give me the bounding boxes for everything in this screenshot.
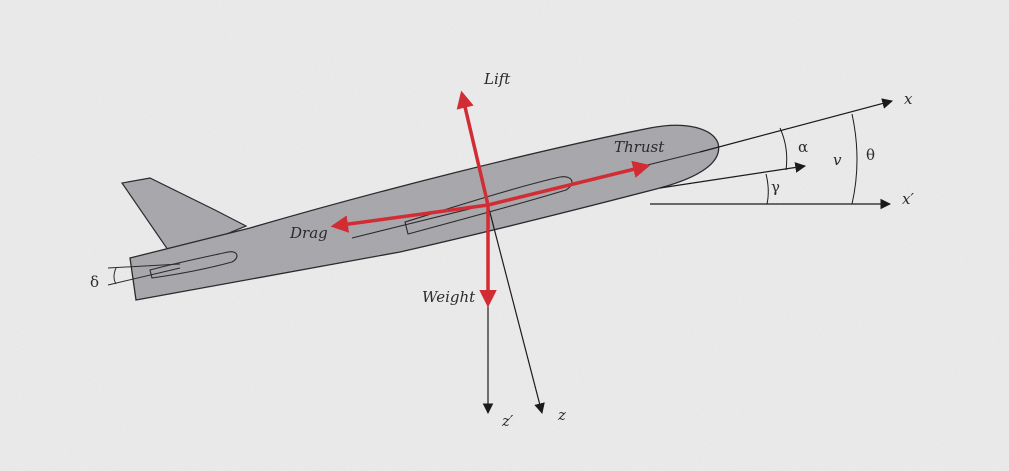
z-prime-axis-label: z′: [501, 412, 514, 430]
alpha-label: α: [798, 138, 808, 156]
theta-arc: [851, 113, 858, 205]
z-axis-label: z: [557, 406, 566, 424]
gamma-label: γ: [771, 178, 780, 196]
lift-label: Lift: [483, 70, 511, 88]
thrust-label: Thrust: [614, 138, 665, 156]
x-prime-axis-label: x′: [902, 190, 914, 208]
z-axis: [487, 204, 545, 415]
velocity-label: v: [833, 151, 842, 169]
alpha-arc: [779, 127, 788, 171]
weight-label: Weight: [422, 288, 476, 306]
drag-label: Drag: [289, 224, 328, 242]
delta-arc: [113, 267, 117, 285]
x-axis-label: x: [904, 90, 913, 108]
gamma-arc: [765, 173, 769, 205]
x-axis-extension: [699, 98, 894, 153]
delta-label: δ: [90, 273, 99, 291]
theta-label: θ: [866, 146, 875, 164]
